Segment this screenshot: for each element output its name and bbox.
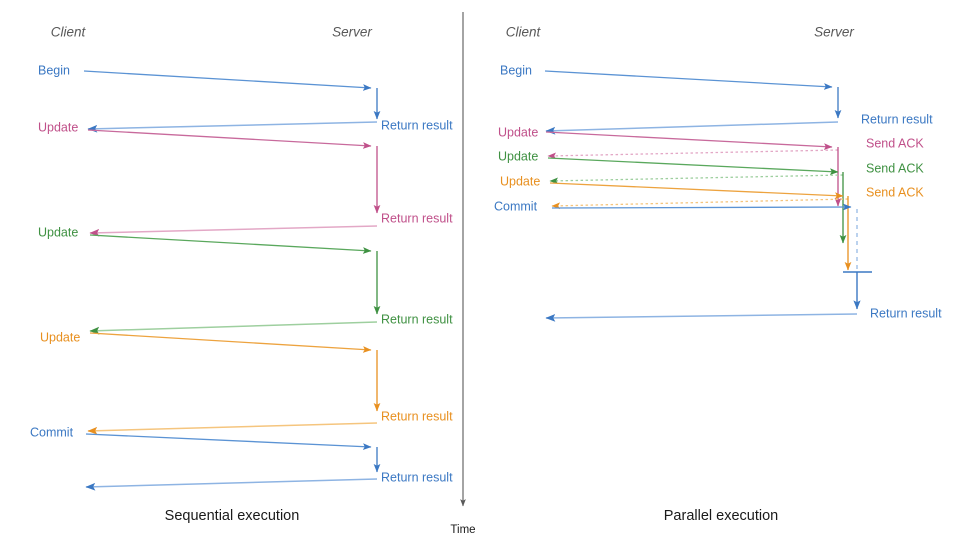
time-axis: Time xyxy=(450,12,476,536)
message-label-return-result-blue-1: Return result xyxy=(381,118,453,132)
transaction-update-green xyxy=(89,234,381,335)
response-arrow xyxy=(87,121,378,133)
server-header-right: Server xyxy=(814,25,854,40)
panel-parallel: Client Server Begin Update Update Update… xyxy=(494,25,942,524)
response-arrow xyxy=(89,321,378,335)
request-arrow xyxy=(87,129,372,149)
message-label-return-result-blue-parallel-2: Return result xyxy=(870,306,942,320)
message-label-return-result-blue-2: Return result xyxy=(381,470,453,484)
transaction-update-green-parallel xyxy=(547,157,847,244)
message-label-begin-parallel: Begin xyxy=(500,63,532,77)
request-arrow xyxy=(89,332,372,353)
message-label-commit: Commit xyxy=(30,425,74,439)
message-label-send-ack-pink: Send ACK xyxy=(866,136,924,150)
message-label-return-result-green: Return result xyxy=(381,312,453,326)
panel-sequential: Client Server Begin Update Update Update… xyxy=(30,25,453,524)
time-axis-label: Time xyxy=(450,524,475,536)
message-label-update-pink-parallel: Update xyxy=(498,125,538,139)
message-label-update-pink: Update xyxy=(38,120,78,134)
transaction-commit-blue-parallel xyxy=(545,203,872,322)
request-arrow xyxy=(551,203,852,211)
response-arrow xyxy=(545,121,839,135)
request-arrow xyxy=(547,157,839,175)
message-label-update-green: Update xyxy=(38,225,78,239)
message-label-return-result-orange: Return result xyxy=(381,409,453,423)
message-label-send-ack-orange: Send ACK xyxy=(866,185,924,199)
response-arrow xyxy=(89,225,378,237)
request-arrow xyxy=(545,131,833,150)
transaction-update-orange xyxy=(87,332,381,435)
transaction-begin-blue-parallel xyxy=(544,70,842,135)
transaction-commit-blue xyxy=(85,433,381,491)
message-label-return-result-pink: Return result xyxy=(381,211,453,225)
caption-parallel-execution: Parallel execution xyxy=(664,508,778,524)
message-label-update-orange: Update xyxy=(40,330,80,344)
request-arrow xyxy=(89,234,372,254)
response-arrow xyxy=(85,478,378,491)
client-header-right: Client xyxy=(506,25,542,40)
server-header-left: Server xyxy=(332,25,372,40)
response-arrow xyxy=(545,313,858,322)
request-arrow xyxy=(85,433,372,451)
message-label-return-result-blue-parallel-1: Return result xyxy=(861,112,933,126)
message-label-update-green-parallel: Update xyxy=(498,149,538,163)
ack-dotted-arrow xyxy=(547,149,839,160)
transaction-update-orange-parallel xyxy=(549,182,852,271)
message-label-begin: Begin xyxy=(38,63,70,77)
transaction-begin-blue xyxy=(83,70,381,133)
transaction-update-pink-parallel xyxy=(545,131,842,207)
ack-dotted-arrow xyxy=(549,174,844,185)
caption-sequential-execution: Sequential execution xyxy=(165,508,300,524)
message-label-commit-parallel: Commit xyxy=(494,199,538,213)
transaction-update-pink xyxy=(87,129,381,237)
request-arrow xyxy=(549,182,844,200)
request-arrow xyxy=(83,70,372,91)
message-label-send-ack-green: Send ACK xyxy=(866,161,924,175)
ack-dotted-arrow xyxy=(551,198,849,210)
request-arrow xyxy=(544,70,833,90)
client-header-left: Client xyxy=(51,25,87,40)
message-label-update-orange-parallel: Update xyxy=(500,174,540,188)
response-arrow xyxy=(87,422,378,435)
